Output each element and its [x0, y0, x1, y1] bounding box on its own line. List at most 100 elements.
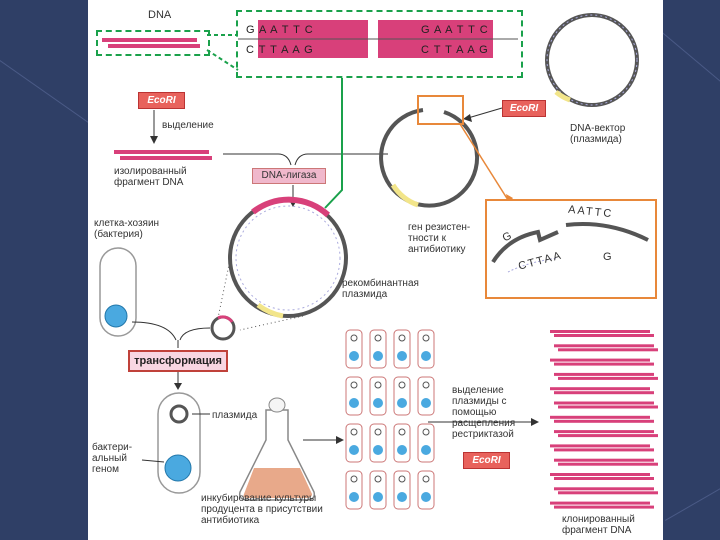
background-line [665, 480, 720, 521]
incubation-label: инкубирование культуры продуцента в прис… [201, 493, 323, 526]
sequence-bottom-right: C T T A A G [421, 44, 489, 56]
colony-genome [349, 492, 359, 502]
colony-bacterium [345, 423, 363, 463]
cloned-dna-strand [558, 491, 658, 495]
diagram-graphics [99, 13, 658, 510]
cloned-dna-strand [558, 462, 658, 466]
open-plasmid-circle [379, 108, 479, 208]
dna-ligase-box: DNA-лигаза [252, 168, 326, 184]
colony-plasmid [374, 334, 382, 342]
colony-bacterium [393, 423, 411, 463]
recombinant-plasmid-circle [228, 198, 348, 318]
colony-bacterium [393, 470, 411, 510]
colony-plasmid [422, 475, 430, 483]
colony-bacterium [417, 470, 435, 510]
cloned-fragment-label: клонированный фрагмент DNA [562, 514, 635, 536]
sequence-top-left: G A A T T C [246, 24, 314, 36]
bacterial-genome-label: бактери- альный геном [92, 442, 133, 475]
cloned-dna-strand [550, 444, 650, 448]
bacteria-colony-grid [345, 329, 435, 510]
recombinant-plasmid-label: рекомбинантная плазмида [342, 278, 419, 300]
open-plasmid-resistance [390, 183, 419, 208]
source-dna-dashed-box [96, 30, 210, 56]
colony-plasmid [398, 428, 406, 436]
colony-plasmid [422, 334, 430, 342]
dna-label: DNA [148, 9, 172, 21]
bracket-line [294, 153, 388, 166]
background-line [659, 30, 720, 89]
colony-genome [397, 492, 407, 502]
colony-genome [349, 398, 359, 408]
sequence-top-right: G A A T T C [421, 24, 489, 36]
cloned-dna-strand [554, 362, 654, 366]
green-link [324, 78, 343, 209]
colony-bacterium [417, 376, 435, 416]
vector-label: DNA-вектор (плазмида) [570, 123, 626, 145]
plasmid-isolation-label: выделение плазмиды с помощью расщепления… [452, 385, 516, 440]
colony-plasmid [422, 381, 430, 389]
colony-bacterium [345, 329, 363, 369]
colony-genome [421, 398, 431, 408]
bracket-line [223, 153, 292, 166]
colony-genome [421, 492, 431, 502]
cut-site-highlight [417, 95, 464, 125]
host-cell-label: клетка-хозяин (бактерия) [94, 218, 160, 240]
cloned-dna-strand [558, 434, 658, 438]
cloned-dna-strand [554, 401, 654, 405]
sequence-zoom-box [236, 10, 523, 78]
recombinant-resistance [256, 302, 284, 319]
colony-plasmid [398, 381, 406, 389]
colony-genome [373, 351, 383, 361]
zoom-connector [206, 49, 239, 71]
fragment-strand-top [114, 150, 209, 154]
cloned-dna-strand [554, 372, 654, 376]
colony-bacterium [369, 423, 387, 463]
inserted-fragment [251, 196, 331, 218]
colony-plasmid [350, 428, 358, 436]
source-dna-strand-bottom [108, 44, 200, 48]
cloned-dna-strand [550, 387, 650, 391]
colony-plasmid [374, 428, 382, 436]
cloned-dna-strand [554, 391, 654, 395]
colony-plasmid [350, 381, 358, 389]
colony-genome [397, 445, 407, 455]
colony-bacterium [345, 470, 363, 510]
colony-bacterium [369, 470, 387, 510]
background-line [0, 60, 99, 130]
cloned-dna-strand [554, 477, 654, 480]
cloned-dna-strand [554, 344, 654, 348]
ecori-vector-box: EcoRI [502, 100, 546, 117]
bacterium-plasmid [169, 404, 189, 424]
colony-genome [349, 445, 359, 455]
vector-resistance-segment [554, 90, 571, 103]
ecori-final-box: EcoRI [463, 452, 510, 469]
colony-plasmid [398, 334, 406, 342]
cloned-dna-strand [554, 505, 654, 509]
sequence-bottom-left: C T T A A G [246, 44, 314, 56]
cloned-dna-strand [554, 458, 654, 462]
colony-plasmid [398, 475, 406, 483]
colony-bacterium [369, 329, 387, 369]
isolation-label: выделение [162, 120, 214, 131]
colony-bacterium [393, 376, 411, 416]
cloned-dna-strand [558, 405, 658, 409]
colony-genome [373, 445, 383, 455]
fragment-strand-bottom [120, 156, 212, 160]
source-dna-strand-top [102, 38, 197, 42]
cloned-fragments [550, 330, 658, 509]
cloned-dna-strand [554, 419, 654, 423]
colony-bacterium [417, 329, 435, 369]
colony-bacterium [417, 423, 435, 463]
colony-genome [349, 351, 359, 361]
host-genome [104, 304, 128, 328]
sticky-end-zoom-box [485, 199, 657, 299]
cloned-dna-strand [558, 348, 658, 352]
isolated-fragment-label: изолированный фрагмент DNA [114, 166, 187, 188]
cloning-diagram-panel: DNA G A A T T C G A A T T C C T T A A G … [88, 0, 663, 540]
culture-medium [243, 468, 312, 498]
cloned-dna-strand [550, 501, 650, 505]
colony-plasmid [350, 334, 358, 342]
colony-plasmid [350, 475, 358, 483]
colony-genome [397, 398, 407, 408]
arrow-head [150, 136, 158, 144]
